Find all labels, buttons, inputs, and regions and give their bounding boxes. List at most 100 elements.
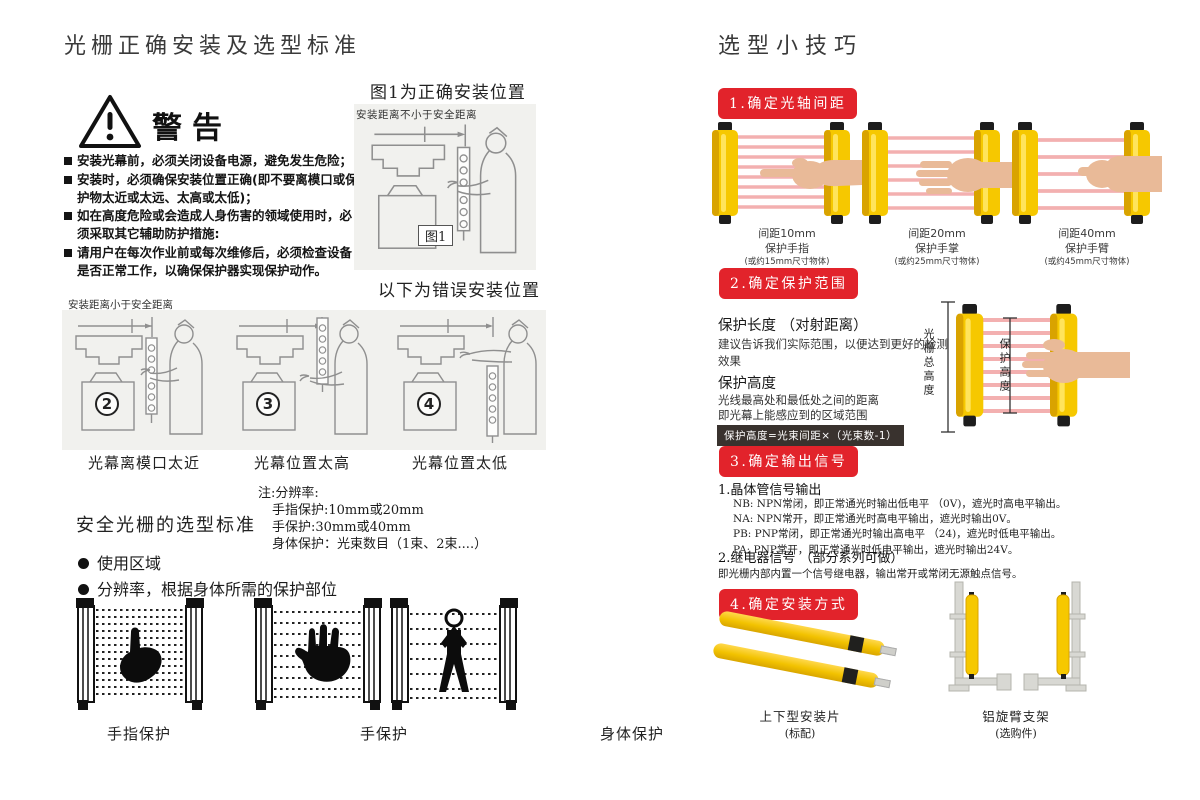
wrong-positions-heading: 以下为错误安装位置: [378, 281, 540, 301]
note-line: 身体保护：光束数目（1束、2束....）: [272, 536, 488, 552]
selection-bullets: 使用区域 分辨率，根据身体所需的保护部位: [78, 551, 337, 604]
finger-icon: [120, 627, 162, 683]
fist-arm-illustration: [1078, 156, 1162, 192]
mount-note: (标配): [784, 727, 816, 740]
bullet-square-icon: [64, 212, 72, 221]
protect-range-figure: [930, 296, 1130, 438]
output-line-pb: PB: PNP常闭，即正常通光时输出高电平 （24)，遮光时低电平输出。: [733, 528, 1062, 541]
warning-item-text: 如在高度危险或会造成人身伤害的领域使用时，必须采取其它辅助防护措施:: [77, 208, 353, 241]
mount-caption-1: 上下型安装片 (标配): [732, 706, 868, 741]
hand-in-beams-illustration: [1022, 339, 1130, 383]
pointing-hand-illustration: [760, 158, 862, 189]
mount-caption-2: 铝旋臂支架 (选购件): [948, 706, 1084, 741]
protect-target: 保护手掌: [915, 241, 959, 255]
object-size-note: (或约25mm尺寸物体): [894, 256, 980, 267]
note-line: 注:分辨率:: [258, 486, 319, 501]
wrong-positions-figures: 2: [62, 310, 546, 450]
section3-badge: 3.确定输出信号: [719, 446, 859, 477]
wrong-caption-3: 光幕位置太低: [412, 454, 509, 472]
swivel-bracket-figure: [945, 580, 1090, 702]
spacing-value: 间距20mm: [908, 227, 966, 240]
warning-title: 警告: [152, 111, 232, 146]
protect-length-desc: 建议告诉我们实际范围，以便达到更好的检测效果: [718, 337, 948, 368]
press-correct-drawing: [371, 124, 517, 254]
bullet-item: 使用区域: [78, 551, 337, 577]
total-height-label: 光栅总高度: [922, 328, 935, 398]
person-icon: [439, 608, 469, 692]
transistor-output-title: 1.晶体管信号输出: [718, 483, 822, 498]
wrong-fig-too-low: 4: [384, 310, 545, 450]
beam-spacing-10mm-figure: [712, 120, 862, 226]
protect-height-desc2: 即光幕上能感应到的区域范围: [718, 408, 868, 422]
grid-caption-body: 身体保护: [600, 725, 665, 743]
protect-target: 保护手臂: [1065, 241, 1109, 255]
wrong-fig-too-close: 2: [62, 310, 223, 450]
warning-list: 安装光幕前，必须关闭设备电源，避免发生危险； 安装时，必须确保安装位置正确(即不…: [64, 152, 360, 280]
warning-item-text: 安装时，必须确保安装位置正确(即不要离模口或保护物太近或太远、太高或太低)；: [77, 171, 358, 205]
output-line-na: NA: NPN常开，即正常通光时高电平输出，遮光时输出0V。: [733, 513, 1017, 526]
wrong-caption-1: 光幕离模口太近: [88, 454, 201, 472]
warning-item: 请用户在每次作业前或每次维修后，必须检查设备是否正常工作，以确保保护器实现保护动…: [64, 244, 360, 280]
hand-icon: [295, 624, 351, 682]
bullet-text: 分辨率，根据身体所需的保护部位: [97, 580, 338, 600]
fig1-heading: 图1为正确安装位置: [370, 83, 526, 103]
beam-spacing-20mm-figure: [862, 120, 1012, 226]
right-page-title: 选型小技巧: [718, 34, 864, 59]
fig1-box-label: 图1: [418, 225, 454, 246]
open-hand-illustration: [916, 158, 1012, 194]
grid-caption-hand: 手保护: [360, 725, 409, 743]
bullet-square-icon: [64, 175, 72, 184]
mounting-plate-figure: [712, 610, 897, 704]
protect-height-desc1: 光线最高处和最低处之间的距离: [718, 393, 879, 407]
protect-height-label: 保护高度: [998, 338, 1011, 394]
bullet-square-icon: [64, 248, 72, 257]
selection-note: 注:分辨率: 手指保护:10mm或20mm 手保护:30mm或40mm 身体保护…: [258, 486, 487, 554]
object-size-note: (或约15mm尺寸物体): [744, 256, 830, 267]
wrong-fig-number: 3: [256, 392, 280, 416]
warning-item: 安装时，必须确保安装位置正确(即不要离模口或保护物太近或太远、太高或太低)；: [64, 171, 360, 207]
warning-item-text: 安装光幕前，必须关闭设备电源，避免发生危险；: [77, 153, 353, 168]
yellow-bar: [965, 592, 1070, 679]
section1-badge: 1.确定光轴间距: [718, 88, 858, 119]
warning-triangle-icon: [78, 94, 142, 150]
wrong-fig-too-high: 3: [223, 310, 384, 450]
warning-item: 如在高度危险或会造成人身伤害的领域使用时，必须采取其它辅助防护措施:: [64, 207, 360, 243]
bullet-dot-icon: [78, 584, 89, 596]
protect-length-title: 保护长度 （对射距离）: [718, 318, 868, 334]
bullet-square-icon: [64, 157, 72, 165]
mount-name: 上下型安装片: [759, 709, 841, 724]
fig1-illustration: 安装距离不小于安全距离 图1: [354, 104, 536, 270]
grid-caption-finger: 手指保护: [107, 725, 172, 743]
relay-output-title: 2.继电器信号 （部分系列可做）: [718, 551, 904, 566]
left-page-title: 光栅正确安装及选型标准: [64, 34, 362, 59]
spacing-value: 间距40mm: [1058, 227, 1116, 240]
warning-item-text: 请用户在每次作业前或每次维修后，必须检查设备是否正常工作，以确保保护器实现保护动…: [77, 244, 353, 278]
object-size-note: (或约45mm尺寸物体): [1044, 256, 1130, 267]
selection-heading: 安全光栅的选型标准: [76, 515, 256, 536]
spacing-value: 间距10mm: [758, 227, 816, 240]
bullet-text: 使用区域: [97, 554, 162, 573]
protect-target: 保护手指: [765, 241, 809, 255]
wrong-distance-label: 安装距离小于安全距离: [68, 299, 173, 311]
grid-body-figure: [388, 598, 520, 714]
section2-badge: 2.确定保护范围: [719, 268, 859, 299]
grid-finger-figure: [74, 598, 206, 714]
mount-name: 铝旋臂支架: [982, 709, 1050, 724]
wrong-fig-number: 4: [417, 392, 441, 416]
spacing-caption-3: 间距40mm 保护手臂 (或约45mm尺寸物体): [1012, 227, 1162, 268]
wrong-fig-number: 2: [95, 392, 119, 416]
spacing-caption-2: 间距20mm 保护手掌 (或约25mm尺寸物体): [862, 227, 1012, 268]
protect-height-title: 保护高度: [718, 376, 776, 392]
mount-note: (选购件): [995, 727, 1037, 740]
output-line-nb: NB: NPN常闭，即正常通光时输出低电平 （0V)，遮光时高电平输出。: [733, 498, 1067, 510]
relay-output-desc: 即光栅内部内置一个信号继电器，输出常开或常闭无源触点信号。: [718, 568, 1023, 580]
wrong-caption-2: 光幕位置太高: [254, 454, 351, 472]
beam-spacing-40mm-figure: [1012, 120, 1162, 226]
note-line: 手保护:30mm或40mm: [272, 519, 411, 535]
grid-hand-figure: [252, 598, 384, 714]
warning-item: 安装光幕前，必须关闭设备电源，避免发生危险；: [64, 152, 360, 170]
transistor-output-lines: NB: NPN常闭，即正常通光时输出低电平 （0V)，遮光时高电平输出。 NA:…: [733, 497, 1066, 558]
bullet-item: 分辨率，根据身体所需的保护部位: [78, 577, 337, 603]
fig1-distance-label: 安装距离不小于安全距离: [356, 109, 477, 121]
